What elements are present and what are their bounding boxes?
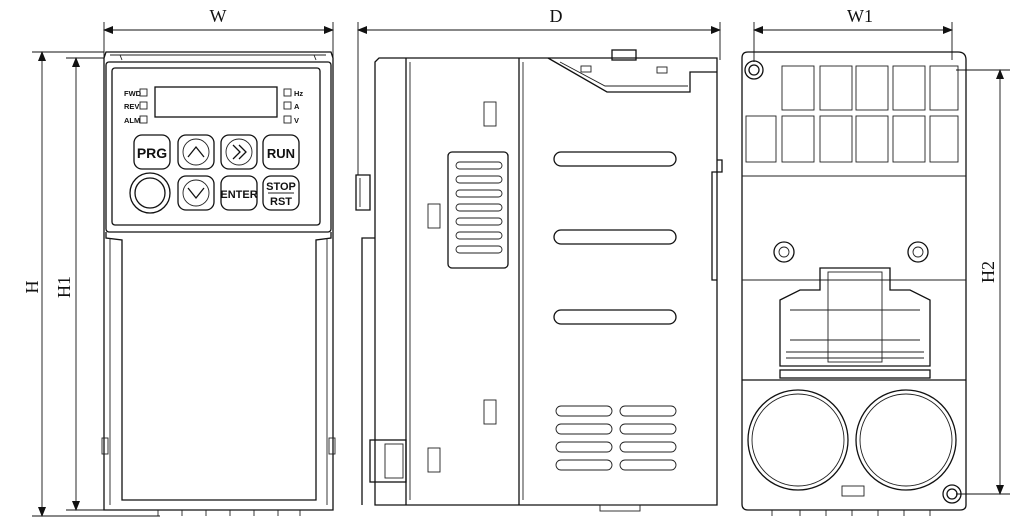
down-key bbox=[177, 175, 215, 211]
enter-key: ENTER bbox=[220, 175, 258, 211]
svg-text:ENTER: ENTER bbox=[220, 189, 257, 201]
down-arrow-icon bbox=[182, 179, 210, 207]
indicator-rev-label: REV bbox=[124, 102, 139, 111]
double-chevron-right-icon bbox=[225, 138, 253, 166]
indicator-fwd-led bbox=[139, 88, 148, 97]
indicator-a-label: A bbox=[294, 102, 300, 111]
stop-reset-key: STOP RST bbox=[262, 175, 300, 211]
up-arrow-icon bbox=[182, 138, 210, 166]
knob bbox=[129, 172, 171, 214]
svg-text:PRG: PRG bbox=[137, 145, 167, 161]
indicators-left: FWD REV ALM bbox=[124, 88, 148, 125]
up-key bbox=[177, 134, 215, 170]
indicator-v-led bbox=[283, 115, 292, 124]
shift-key bbox=[220, 134, 258, 170]
svg-text:RST: RST bbox=[270, 196, 292, 208]
front-view: FWD REV ALM Hz A V PRG bbox=[101, 51, 336, 516]
height-1-label: H1 bbox=[54, 276, 74, 298]
height-label: H bbox=[22, 281, 42, 294]
mount-height-label: H2 bbox=[978, 261, 998, 283]
indicator-v-label: V bbox=[294, 116, 299, 125]
indicators-right: Hz A V bbox=[283, 88, 303, 125]
side-view bbox=[355, 49, 723, 512]
indicator-rev-led bbox=[139, 101, 148, 110]
indicator-fwd-label: FWD bbox=[124, 89, 142, 98]
indicator-hz-led bbox=[283, 88, 292, 97]
indicator-alm-label: ALM bbox=[124, 116, 140, 125]
svg-text:STOP: STOP bbox=[266, 181, 296, 193]
dimension-lines bbox=[32, 22, 1010, 517]
svg-text:RUN: RUN bbox=[267, 146, 295, 161]
indicator-a-led bbox=[283, 101, 292, 110]
width-label: W bbox=[210, 6, 227, 26]
knob-icon bbox=[129, 172, 171, 214]
run-key: RUN bbox=[262, 134, 300, 170]
prg-key: PRG bbox=[133, 134, 171, 170]
indicator-hz-label: Hz bbox=[294, 89, 303, 98]
indicator-alm-led bbox=[139, 115, 148, 124]
mount-width-label: W1 bbox=[847, 6, 873, 26]
back-view bbox=[741, 51, 967, 516]
depth-label: D bbox=[550, 6, 563, 26]
